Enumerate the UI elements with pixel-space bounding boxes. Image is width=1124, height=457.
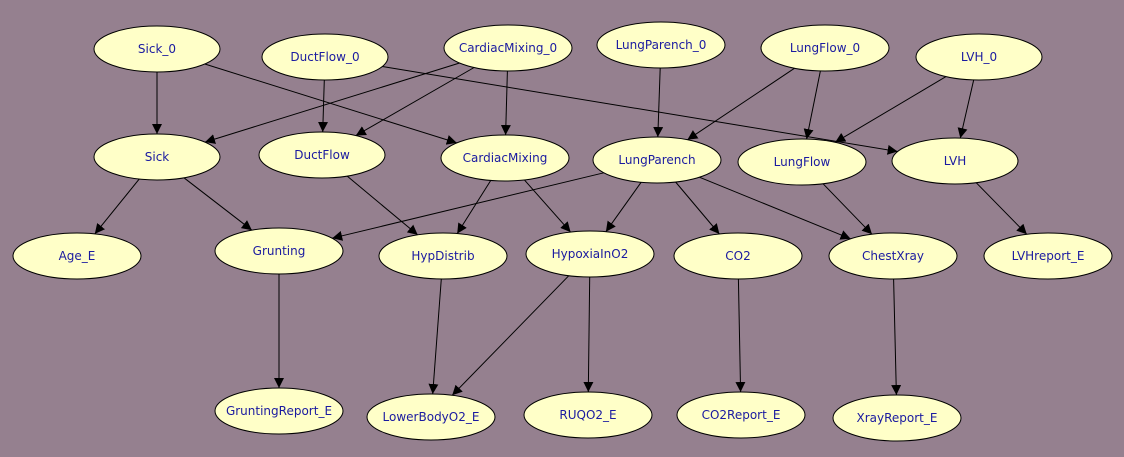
node-chestxray[interactable]: ChestXray [828, 232, 958, 280]
edge-cardiacmixing-to-hypoxiainO2 [524, 179, 571, 233]
edge-lungflow-to-chestxray [822, 183, 873, 235]
node-label: LungFlow [774, 155, 831, 169]
edge-cardiacmixing-to-hypdistrib [456, 180, 492, 234]
node-label: CO2Report_E [702, 408, 781, 422]
node-cardiacmixing-0[interactable]: CardiacMixing_0 [443, 24, 573, 72]
edge-hypdistrib-to-lowerbodyo2e [428, 278, 442, 395]
node-label: LowerBodyO2_E [383, 410, 480, 424]
node-lungflow[interactable]: LungFlow [737, 138, 867, 186]
node-co2report-e[interactable]: CO2Report_E [676, 391, 806, 439]
node-label: LungParench_0 [616, 38, 707, 52]
node-label: GruntingReport_E [226, 404, 332, 418]
node-label: CardiacMixing_0 [459, 41, 557, 55]
node-lowerbodyo2-e[interactable]: LowerBodyO2_E [366, 393, 496, 441]
edges-layer [94, 62, 1028, 396]
node-lungparench[interactable]: LungParench [592, 136, 722, 184]
node-lvhreport-e[interactable]: LVHreport_E [983, 232, 1113, 280]
node-label: XrayReport_E [857, 411, 938, 425]
edge-cardiacmixing0-to-ductflow [355, 67, 475, 137]
node-lungparench-0[interactable]: LungParench_0 [596, 21, 726, 69]
node-hypoxiainO2[interactable]: HypoxiaInO2 [525, 230, 655, 278]
edge-lvh-to-lvhreporte [975, 182, 1028, 235]
node-label: DuctFlow_0 [290, 50, 359, 64]
edge-lungparench-to-grunting [332, 172, 604, 241]
edge-lungparench-to-hypoxiainO2 [605, 182, 642, 232]
node-age-e[interactable]: Age_E [12, 232, 142, 280]
node-grunting[interactable]: Grunting [214, 227, 344, 275]
node-label: Sick [145, 150, 170, 164]
node-label: ChestXray [862, 249, 924, 263]
node-lvh-0[interactable]: LVH_0 [915, 33, 1043, 81]
node-sick[interactable]: Sick [93, 133, 221, 181]
node-label: RUQO2_E [559, 408, 616, 422]
node-gruntingreport-e[interactable]: GruntingReport_E [214, 387, 344, 435]
node-ruqo2-e[interactable]: RUQO2_E [523, 391, 653, 439]
edge-lungflow0-to-lungflow [803, 70, 821, 140]
node-label: LungFlow_0 [790, 41, 860, 55]
edge-sick-to-grunting [183, 177, 253, 231]
node-label: Grunting [253, 244, 306, 258]
node-lungflow-0[interactable]: LungFlow_0 [760, 24, 890, 72]
edge-sick-to-agee [94, 178, 140, 235]
node-label: DuctFlow [294, 148, 350, 162]
node-ductflow-0[interactable]: DuctFlow_0 [261, 33, 389, 81]
node-label: HypDistrib [411, 249, 474, 263]
node-lvh[interactable]: LVH [891, 137, 1019, 185]
node-co2[interactable]: CO2 [673, 232, 803, 280]
edge-co2-to-co2reporte [735, 278, 746, 393]
edge-lungparench-to-chestxray [699, 176, 851, 240]
node-label: HypoxiaInO2 [552, 247, 629, 261]
edge-lvh0-to-lungflow [834, 76, 947, 143]
node-label: CardiacMixing [463, 151, 548, 165]
node-label: Sick_0 [138, 42, 176, 56]
edge-lungparench0-to-lungparench [653, 67, 664, 138]
edge-cardiacmixing0-to-cardiacmixing [500, 70, 511, 136]
node-hypdistrib[interactable]: HypDistrib [378, 232, 508, 280]
edge-ductflow-to-hypdistrib [346, 175, 419, 236]
node-xrayreport-e[interactable]: XrayReport_E [832, 394, 962, 442]
edge-lungparench-to-co2 [675, 181, 720, 235]
edge-ductflow0-to-ductflow [318, 79, 329, 133]
nodes-layer: Sick_0 DuctFlow_0 CardiacMixing_0 LungPa… [12, 21, 1113, 442]
node-cardiacmixing[interactable]: CardiacMixing [440, 134, 570, 182]
node-label: CO2 [725, 249, 750, 263]
edge-chestxray-to-xrayreporte [891, 278, 902, 396]
node-label: LVH [944, 154, 967, 168]
node-label: LungParench [618, 153, 695, 167]
edge-lvh0-to-lvh [957, 79, 975, 139]
node-sick-0[interactable]: Sick_0 [93, 25, 221, 73]
node-label: LVH_0 [961, 50, 997, 64]
node-ductflow[interactable]: DuctFlow [258, 131, 386, 179]
edge-cardiacmixing0-to-sick [204, 62, 460, 144]
node-label: LVHreport_E [1012, 249, 1085, 263]
edge-lungflow0-to-lungparench [687, 67, 795, 141]
edge-hypoxiainO2-to-lowerbodyo2e [451, 275, 570, 396]
edge-hypoxiainO2-to-ruqo2e [583, 276, 594, 393]
node-label: Age_E [59, 249, 96, 263]
